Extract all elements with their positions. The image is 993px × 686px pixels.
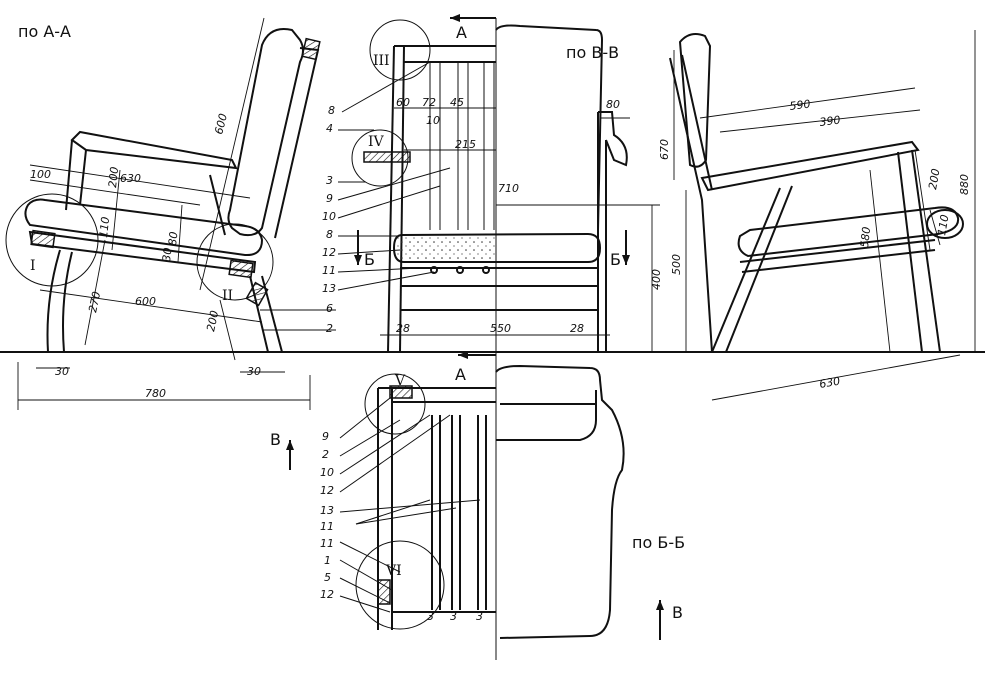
dim-60: 60 xyxy=(396,96,410,109)
detail-circle-2 xyxy=(196,223,274,301)
dim-80: 80 xyxy=(166,231,180,246)
detail-circle-5 xyxy=(364,373,426,435)
detail-circle-4 xyxy=(351,129,409,187)
dim-780: 780 xyxy=(145,387,166,400)
detail-mark-3: III xyxy=(373,53,390,69)
dim-500: 500 xyxy=(670,254,683,275)
detail-circle-3 xyxy=(369,19,431,81)
part-label: 12 xyxy=(322,246,336,259)
part-label: 8 xyxy=(328,104,335,117)
part-label: 12 xyxy=(320,588,334,601)
part-label: 11 xyxy=(320,520,334,533)
dim-215: 215 xyxy=(455,138,476,151)
back-cushion-right xyxy=(678,33,712,168)
dim-72: 72 xyxy=(422,96,436,109)
dim-880: 880 xyxy=(958,174,971,195)
part-label: 13 xyxy=(320,504,334,517)
dim-30-seat: 30 xyxy=(160,247,174,262)
dim-200: 200 xyxy=(106,166,121,188)
detail-circle-1 xyxy=(5,193,99,287)
dim-710: 710 xyxy=(498,182,519,195)
front-dimensions: 60 72 45 10 215 80 710 400 28 550 28 xyxy=(396,96,663,335)
side-view-right xyxy=(669,30,976,401)
detail-mark-1: I xyxy=(30,258,36,274)
dim-580: 580 xyxy=(858,226,873,248)
view-title-aa: по А-А xyxy=(18,22,71,41)
section-mark-a-top: А xyxy=(456,23,467,42)
dim-28-left: 28 xyxy=(396,322,410,335)
dim-200-leg: 200 xyxy=(204,309,221,332)
part-label: 12 xyxy=(320,484,334,497)
dim-630: 630 xyxy=(120,172,141,185)
part-label: 8 xyxy=(326,228,333,241)
dim-200-right: 200 xyxy=(926,168,942,191)
armrest-right xyxy=(700,140,920,192)
part-label: 6 xyxy=(326,302,333,315)
part-label: 11 xyxy=(322,264,336,277)
part-label: 2 xyxy=(326,322,333,335)
dim-30-front: 30 xyxy=(55,365,69,378)
dim-110-right: 110 xyxy=(935,214,951,237)
dim-670: 670 xyxy=(658,139,671,160)
front-view xyxy=(260,14,660,359)
detail-mark-2: II xyxy=(222,288,233,304)
section-mark-b-right: Б xyxy=(610,250,621,269)
front-leg xyxy=(46,249,61,353)
part-label: 10 xyxy=(322,210,336,223)
view-title-bb: по Б-Б xyxy=(632,533,685,552)
dim-80-front: 80 xyxy=(606,98,620,111)
part-label: 9 xyxy=(322,430,329,443)
spring-mark: 3 xyxy=(450,610,457,623)
dim-400: 400 xyxy=(650,269,663,290)
part-label: 10 xyxy=(320,466,334,479)
dim-590: 590 xyxy=(789,98,811,113)
section-mark-v-bottom: В xyxy=(672,603,683,622)
armrest-frame xyxy=(70,130,238,170)
part-label: 11 xyxy=(320,537,334,550)
dim-600-seat: 600 xyxy=(135,295,156,308)
part-label: 5 xyxy=(324,571,331,584)
spring-mark: 3 xyxy=(476,610,483,623)
part-label: 2 xyxy=(322,448,329,461)
side-left-dimensions: 600 100 630 200 110 80 30 270 600 200 30… xyxy=(30,112,261,400)
back-cushion xyxy=(227,28,304,237)
part-label: 4 xyxy=(326,122,333,135)
dim-30-back: 30 xyxy=(247,365,261,378)
dim-100: 100 xyxy=(30,168,51,181)
dim-28-right: 28 xyxy=(570,322,584,335)
spring-mark: 3 xyxy=(427,610,434,623)
side-right-dimensions: 590 390 670 200 880 500 580 110 630 xyxy=(658,98,971,391)
detail-mark-4: IV xyxy=(368,134,385,150)
part-label: 9 xyxy=(326,192,333,205)
seat-cushion-plan xyxy=(495,364,625,639)
dim-600-back: 600 xyxy=(212,112,230,136)
dim-270: 270 xyxy=(86,290,103,313)
part-label: 3 xyxy=(326,174,333,187)
seat-cushion xyxy=(24,198,264,257)
dim-45: 45 xyxy=(450,96,464,109)
seat-cushion-front xyxy=(392,232,602,263)
detail-mark-5: V xyxy=(394,373,406,389)
dim-110: 110 xyxy=(97,216,112,238)
front-part-labels: 8 4 3 9 10 8 12 11 13 6 2 xyxy=(322,104,336,335)
part-label: 1 xyxy=(324,554,331,567)
detail-mark-6: VI xyxy=(385,563,402,579)
part-label: 13 xyxy=(322,282,336,295)
section-mark-a-bottom: А xyxy=(455,365,466,384)
side-view-left xyxy=(5,17,321,410)
plan-part-labels: 9 2 10 12 13 11 11 1 5 12 3 3 3 xyxy=(320,430,483,623)
dim-550: 550 xyxy=(490,322,511,335)
view-title-vv: по В-В xyxy=(566,43,619,62)
dim-390: 390 xyxy=(819,114,841,129)
plan-view xyxy=(286,330,664,660)
back-upholstery-front xyxy=(495,24,604,231)
detail-circle-6 xyxy=(355,540,445,630)
section-mark-v-left: В xyxy=(270,430,281,449)
back-leg xyxy=(249,275,269,353)
section-mark-b-left: Б xyxy=(364,250,375,269)
dim-630-right: 630 xyxy=(818,375,841,391)
dim-10: 10 xyxy=(426,114,440,127)
